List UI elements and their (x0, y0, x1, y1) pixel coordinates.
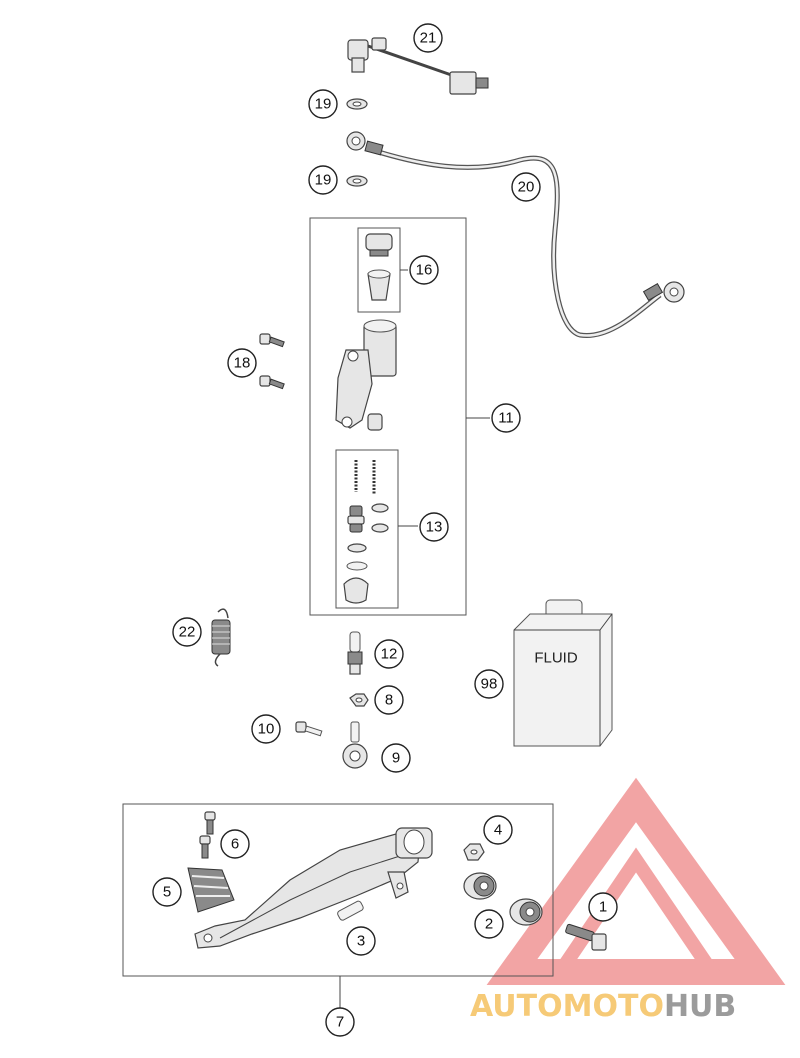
part-13-group-frame (335, 449, 399, 609)
svg-text:11: 11 (498, 410, 514, 427)
part-18-bolt-lower (259, 375, 285, 390)
callout-20: 20 (511, 172, 541, 202)
callout-18: 18 (227, 348, 257, 378)
svg-text:2: 2 (485, 916, 493, 933)
part-12-push-rod (347, 631, 363, 675)
part-5-step-plate (187, 867, 235, 913)
callout-8: 8 (374, 685, 404, 715)
svg-text:5: 5 (163, 884, 171, 901)
callout-1: 1 (588, 892, 618, 922)
callout-9: 9 (381, 743, 411, 773)
svg-text:22: 22 (179, 624, 196, 641)
callout-16: 16 (409, 255, 439, 285)
svg-text:7: 7 (336, 1014, 344, 1031)
part-6-bolts (199, 811, 216, 859)
callout-2: 2 (474, 909, 504, 939)
callout-19-upper: 19 (308, 89, 338, 119)
svg-text:19: 19 (315, 96, 332, 113)
svg-text:10: 10 (258, 721, 275, 738)
callout-12: 12 (374, 639, 404, 669)
svg-text:20: 20 (518, 179, 535, 196)
callout-13: 13 (419, 512, 449, 542)
part-10-bolt (295, 721, 323, 737)
part-98-fluid-bottle: FLUID (513, 599, 613, 747)
part-19-washer-upper (346, 98, 368, 110)
svg-text:21: 21 (420, 30, 437, 47)
callout-11: 11 (491, 403, 521, 433)
callout-6: 6 (220, 829, 250, 859)
svg-text:19: 19 (315, 172, 332, 189)
part-11-master-cylinder (335, 319, 397, 431)
part-7-group-frame (122, 803, 554, 977)
part-2-bearing-upper (463, 872, 497, 900)
callout-5: 5 (152, 877, 182, 907)
callout-22: 22 (172, 617, 202, 647)
watermark-text-hub: HUB (664, 989, 736, 1024)
part-2-bearing-lower (509, 898, 543, 926)
callout-21: 21 (413, 23, 443, 53)
svg-text:12: 12 (381, 646, 398, 663)
svg-text:1: 1 (599, 899, 607, 916)
svg-text:16: 16 (416, 262, 433, 279)
watermark-text-main: AUTOMOTO (470, 989, 664, 1024)
svg-text:3: 3 (357, 933, 365, 950)
part-16-reservoir-cap (365, 233, 393, 301)
svg-text:4: 4 (494, 822, 502, 839)
fluid-label: FLUID (534, 650, 578, 667)
part-21-brake-light-switch (347, 37, 489, 95)
part-4-nut (463, 843, 485, 861)
svg-text:9: 9 (392, 750, 400, 767)
callout-7: 7 (325, 1007, 355, 1037)
part-19-washer-lower (346, 175, 368, 187)
svg-text:98: 98 (481, 676, 498, 693)
part-11-group-frame (309, 217, 467, 616)
part-18-bolt-upper (259, 333, 285, 348)
svg-text:6: 6 (231, 836, 239, 853)
svg-text:8: 8 (385, 692, 393, 709)
part-1-bolt (565, 923, 607, 951)
part-3-pin (337, 900, 364, 921)
svg-text:18: 18 (234, 355, 251, 372)
part-13-piston-kit (343, 460, 389, 604)
callout-10: 10 (251, 714, 281, 744)
callout-19-lower: 19 (308, 165, 338, 195)
svg-text:13: 13 (426, 519, 443, 536)
part-9-fork-head (342, 721, 368, 769)
part-20-brake-hose (346, 131, 685, 338)
callout-4: 4 (483, 815, 513, 845)
watermark-logo-icon (486, 777, 786, 985)
brake-pedal (194, 827, 433, 949)
part-8-nut (349, 693, 369, 707)
watermark-text: AUTOMOTOHUB (470, 989, 736, 1024)
callout-98: 98 (474, 669, 504, 699)
part-22-spring (211, 608, 231, 667)
callout-3: 3 (346, 926, 376, 956)
